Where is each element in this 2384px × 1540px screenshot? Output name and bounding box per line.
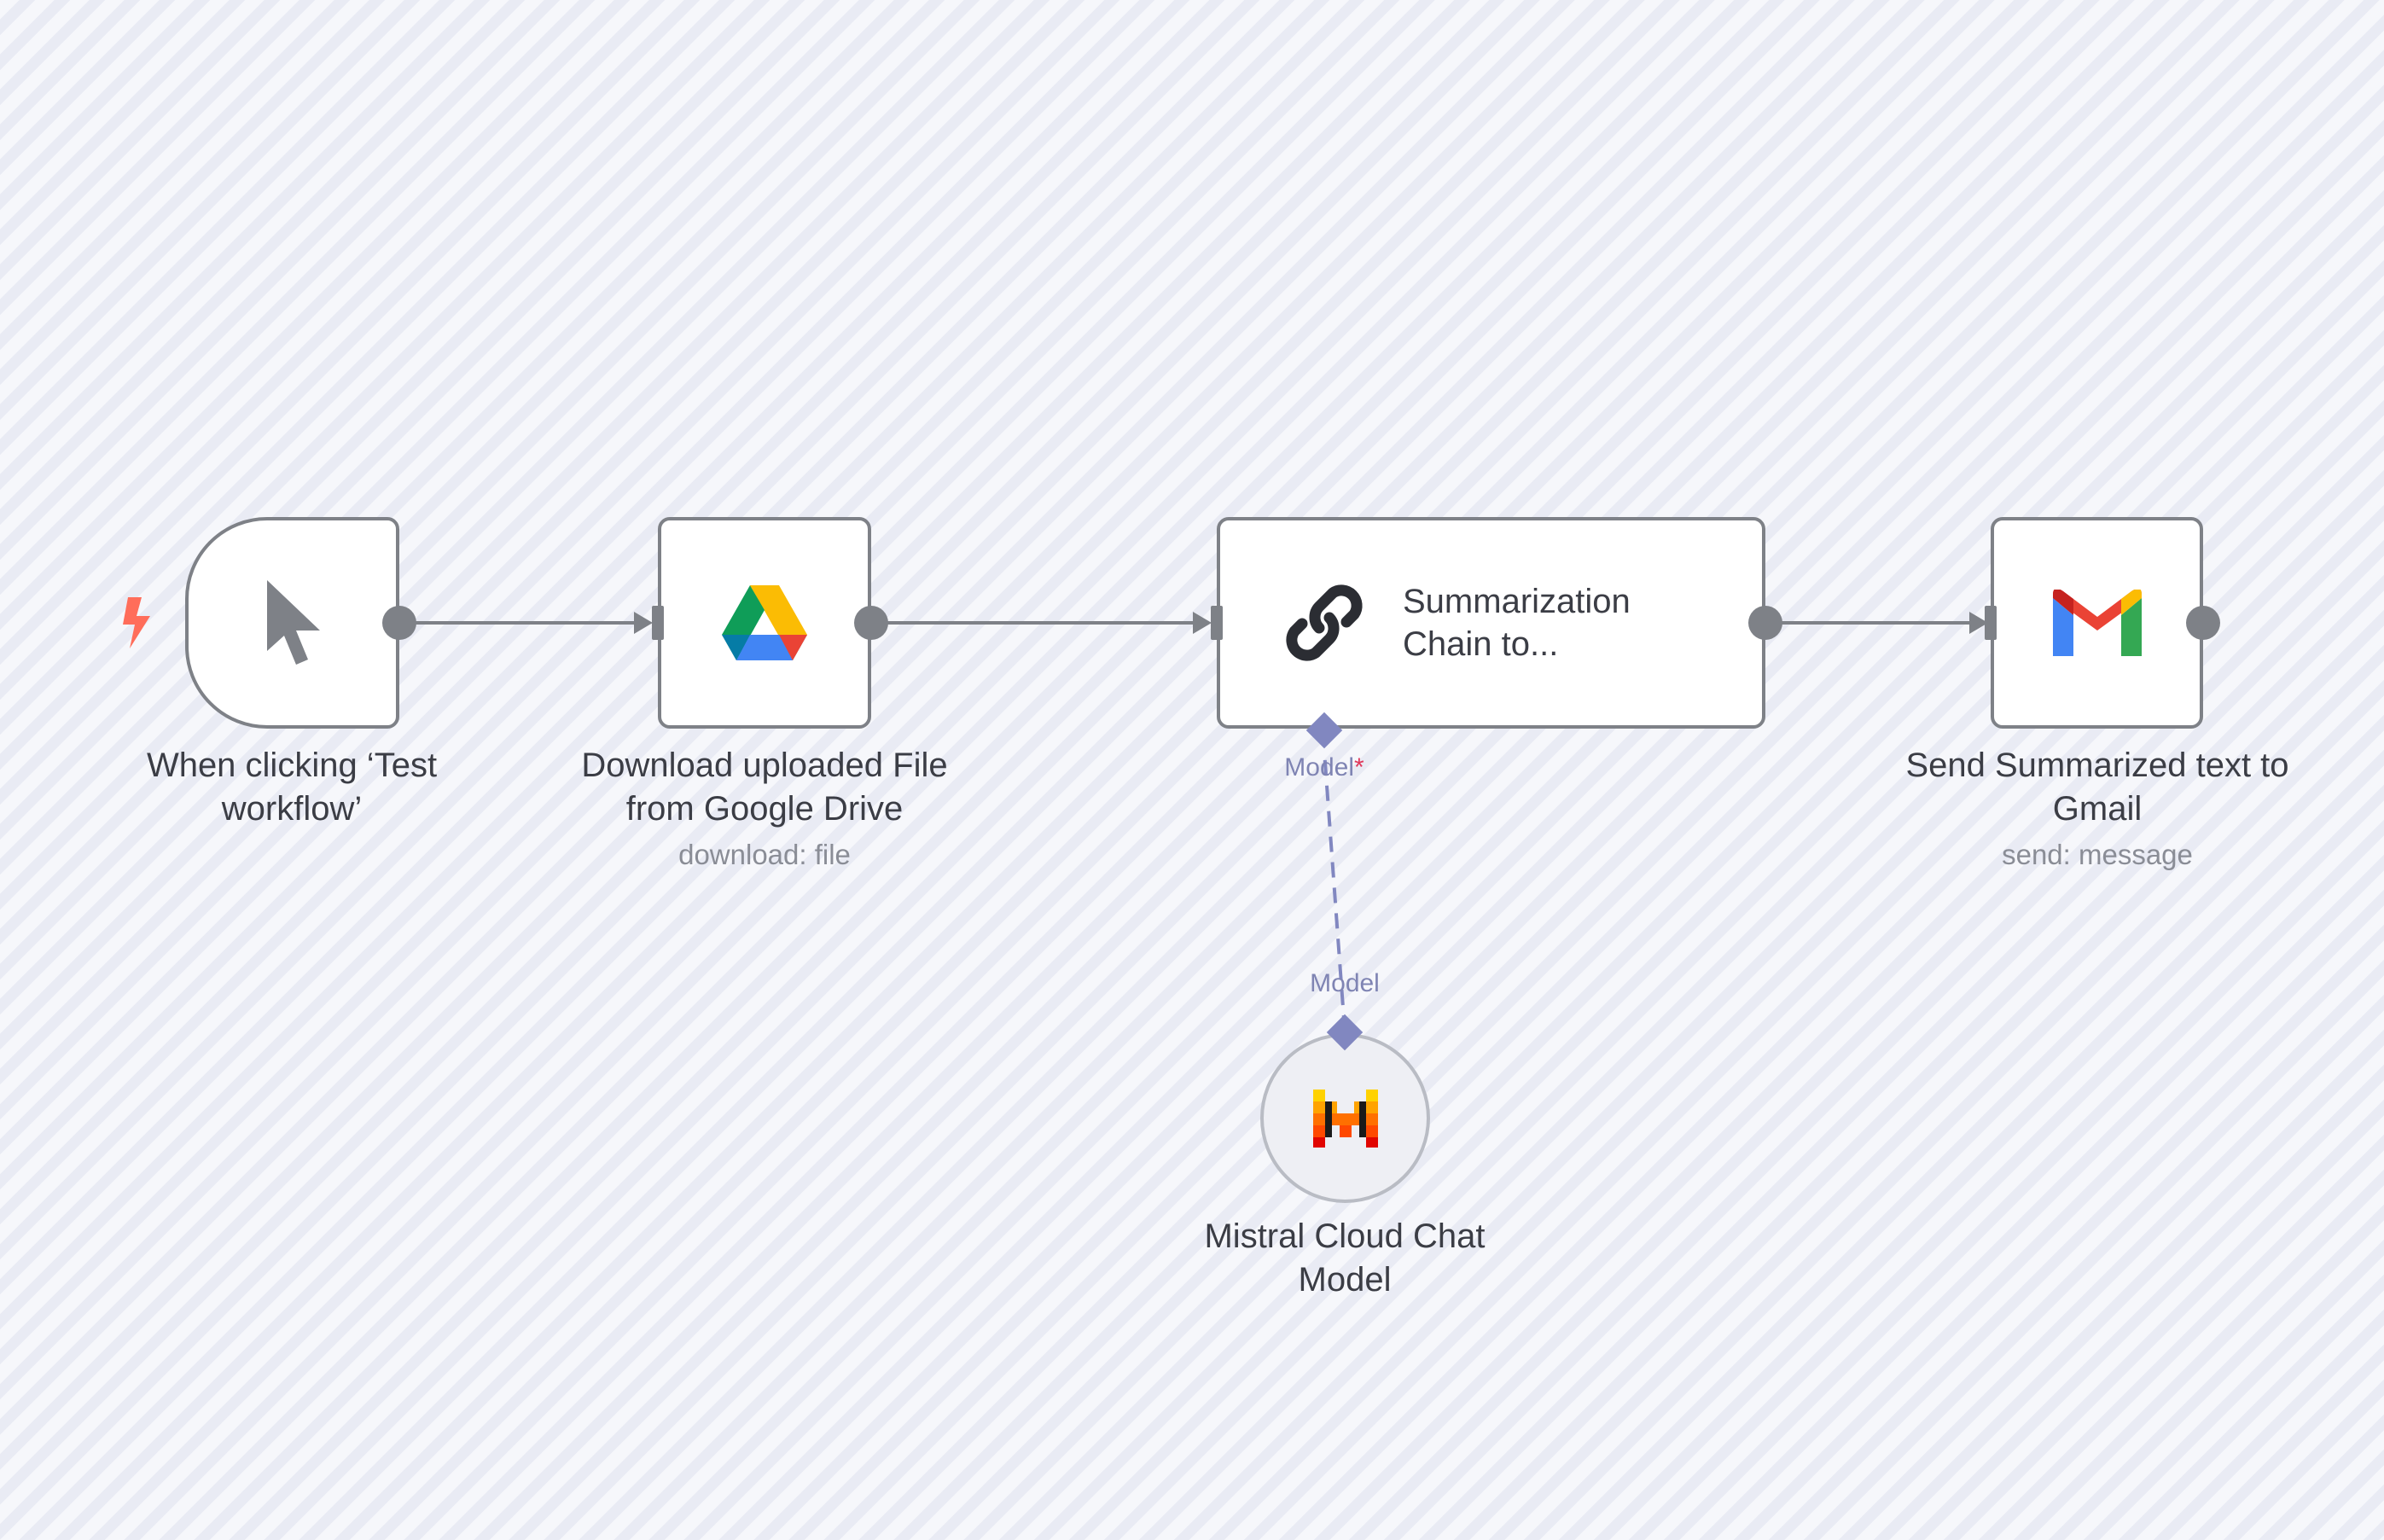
node-label-google-drive: Download uploaded File from Google Drive — [581, 747, 948, 828]
connection-arrow-drive — [634, 612, 653, 634]
node-google-drive[interactable] — [658, 517, 871, 729]
connection-mistral-to-chain-model[interactable] — [1323, 750, 1346, 1032]
gmail-icon — [2052, 590, 2142, 656]
node-label-summarization-chain: Summarization Chain to... — [1403, 583, 1631, 663]
mistral-port-label: Model — [1310, 969, 1380, 997]
node-manual-trigger[interactable] — [185, 517, 399, 729]
connection-arrow-gmail — [1969, 612, 1988, 634]
cursor-arrow-icon — [266, 580, 320, 665]
model-port-label-text: Model — [1284, 753, 1355, 782]
connection-arrow-chain — [1193, 612, 1212, 634]
node-mistral-chat-model[interactable] — [1260, 1033, 1430, 1203]
node-subtitle-gmail: send: message — [2002, 839, 2193, 870]
input-handle-gmail[interactable] — [1985, 606, 1997, 640]
node-label-mistral-chat-model: Mistral Cloud Chat Model — [1204, 1217, 1486, 1299]
node-gmail[interactable] — [1991, 517, 2203, 729]
output-handle-summarization-chain[interactable] — [1748, 606, 1782, 640]
node-label-manual-trigger: When clicking ‘Test workflow’ — [146, 747, 438, 828]
mistral-icon — [1312, 1089, 1378, 1148]
output-handle-google-drive[interactable] — [854, 606, 888, 640]
chain-link-icon — [1286, 584, 1363, 661]
google-drive-icon — [722, 585, 807, 660]
node-subtitle-google-drive: download: file — [678, 839, 851, 870]
node-label-gmail: Send Summarized text to Gmail — [1905, 747, 2289, 828]
required-marker: * — [1354, 753, 1364, 782]
model-port-label: Model* — [1284, 753, 1364, 782]
input-handle-summarization-chain[interactable] — [1211, 606, 1223, 640]
output-handle-manual-trigger[interactable] — [382, 606, 416, 640]
trigger-bolt-icon — [123, 597, 150, 648]
output-handle-gmail[interactable] — [2186, 606, 2220, 640]
input-handle-google-drive[interactable] — [652, 606, 664, 640]
node-summarization-chain[interactable]: Summarization Chain to... — [1217, 517, 1765, 729]
